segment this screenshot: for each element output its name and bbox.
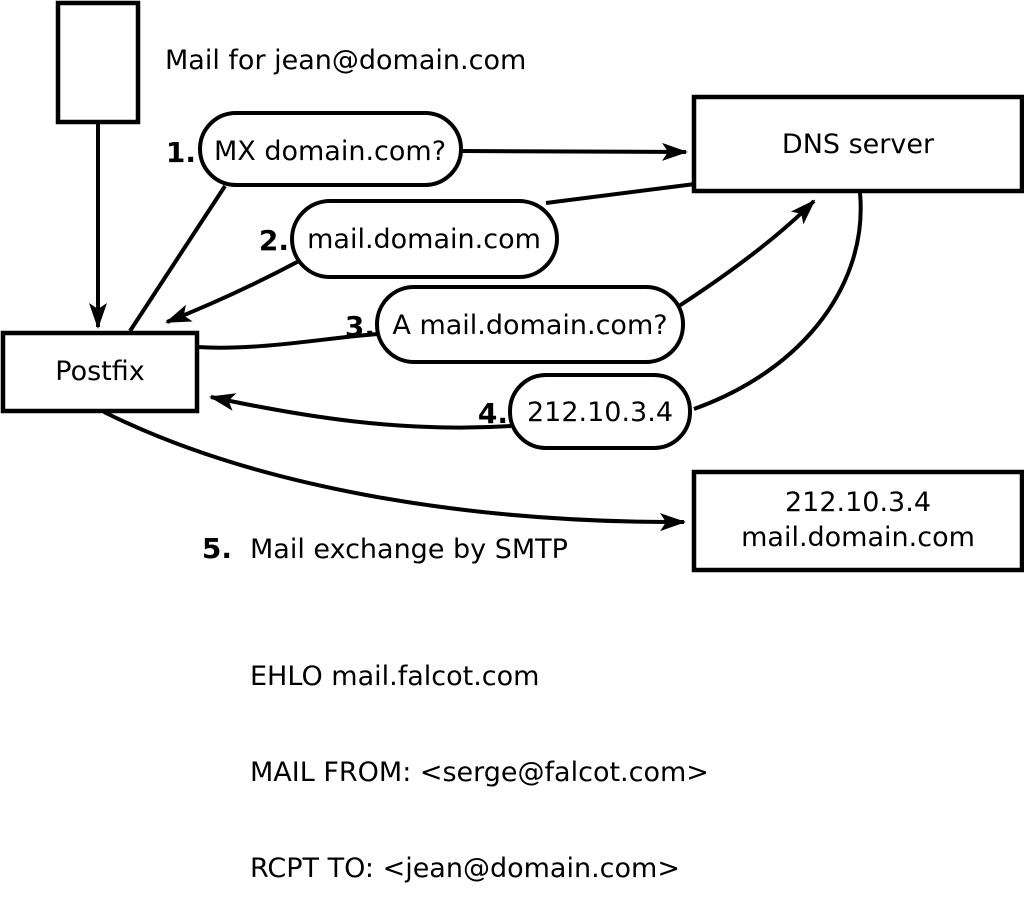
line-postfix-to-step1 bbox=[128, 184, 227, 333]
mail-for-note: Mail for jean@domain.com bbox=[165, 45, 526, 76]
step3-number: 3. bbox=[345, 310, 375, 343]
step4-answer-label: 212.10.3.4 bbox=[527, 397, 673, 428]
arrow-step4-to-postfix bbox=[209, 393, 512, 430]
step1-query-label: MX domain.com? bbox=[214, 136, 446, 167]
step4-answer-pill bbox=[508, 373, 692, 450]
dns-server-box bbox=[691, 94, 1024, 194]
arrow-step1-to-dns bbox=[460, 142, 688, 161]
step3-query-label: A mail.domain.com? bbox=[392, 310, 667, 341]
line-postfix-to-step3 bbox=[196, 332, 380, 350]
smtp-line-rcpt-to: RCPT TO: <jean@domain.com> bbox=[250, 853, 680, 884]
arrow-postfix-to-mailserver bbox=[103, 410, 686, 532]
step1-number: 1. bbox=[166, 136, 196, 169]
mail-server-box bbox=[691, 469, 1024, 573]
step2-answer-pill bbox=[290, 199, 559, 279]
arrow-step2-to-postfix bbox=[165, 259, 300, 324]
dns-server-label: DNS server bbox=[782, 129, 935, 160]
postfix-box bbox=[0, 330, 200, 414]
envelope-icon bbox=[55, 0, 141, 125]
smtp-line-mail-from: MAIL FROM: <serge@falcot.com> bbox=[250, 757, 709, 788]
step2-answer-label: mail.domain.com bbox=[307, 224, 541, 255]
line-dns-to-step4 bbox=[693, 192, 863, 411]
line-dns-to-step2 bbox=[545, 182, 696, 205]
smtp-line-ehlo: EHLO mail.falcot.com bbox=[250, 661, 540, 692]
mail-server-ip: 212.10.3.4 bbox=[785, 487, 931, 518]
step1-query-pill bbox=[198, 111, 463, 187]
smtp-session-transcript: EHLO mail.falcot.com MAIL FROM: <serge@f… bbox=[250, 597, 709, 919]
postfix-label: Postfix bbox=[55, 356, 144, 387]
step2-number: 2. bbox=[259, 224, 289, 257]
mail-server-hostname: mail.domain.com bbox=[741, 522, 975, 553]
step5-label: Mail exchange by SMTP bbox=[250, 534, 568, 565]
step3-query-pill bbox=[375, 285, 685, 364]
arrow-step3-to-dns bbox=[677, 199, 816, 308]
step4-number: 4. bbox=[478, 397, 508, 430]
step5-number: 5. bbox=[202, 532, 232, 565]
